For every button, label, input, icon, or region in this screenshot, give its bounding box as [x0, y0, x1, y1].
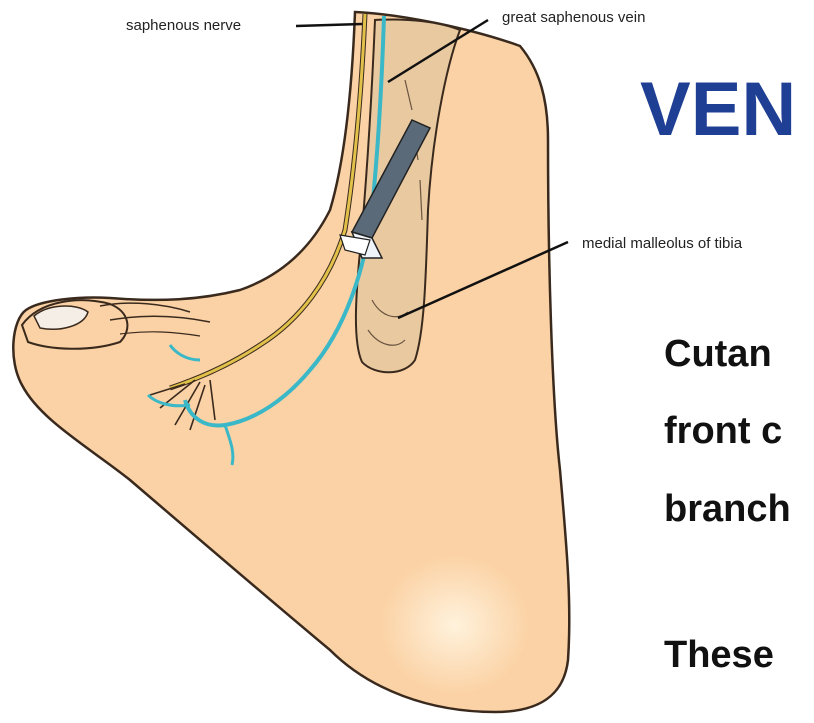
body-line-2: front c: [664, 412, 782, 450]
body-line-1: Cutan: [664, 335, 772, 373]
label-saphenous-nerve: saphenous nerve: [126, 17, 241, 34]
label-medial-malleolus: medial malleolus of tibia: [582, 235, 743, 252]
body-line-4: These: [664, 636, 774, 674]
body-line-3: branch: [664, 490, 791, 528]
heel-highlight: [380, 555, 530, 695]
label-great-saphenous-vein: great saphenous vein: [502, 9, 645, 26]
leader-saphenous-nerve: [296, 24, 362, 26]
slide-title: VEN: [640, 72, 796, 148]
